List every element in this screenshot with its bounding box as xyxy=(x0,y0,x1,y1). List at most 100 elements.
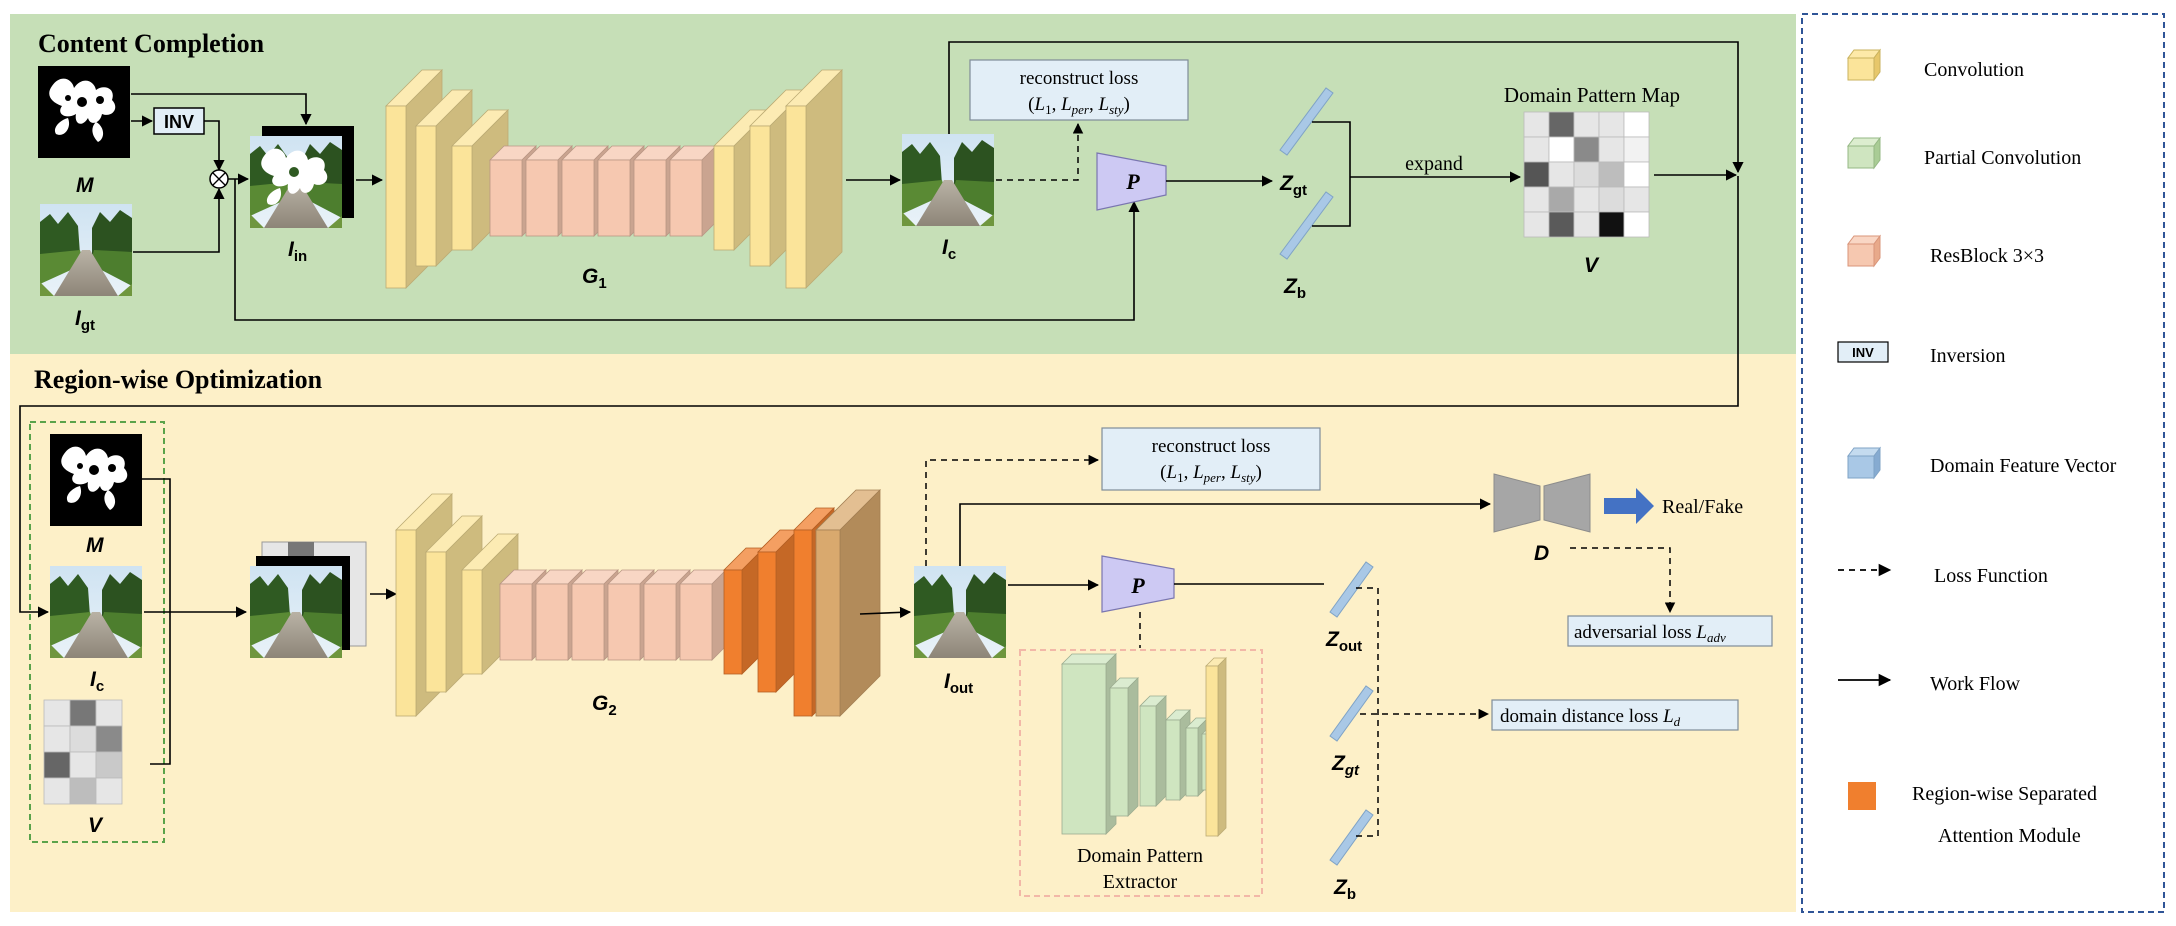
feature-vector-zgt-top xyxy=(1279,87,1334,156)
input-image xyxy=(250,136,342,228)
legend-square-attention xyxy=(1848,782,1876,810)
g2-output-layer xyxy=(815,489,881,717)
pattern-cell xyxy=(1598,211,1625,238)
inversion-label: INV xyxy=(164,112,194,132)
label-V-bottom: V xyxy=(88,814,104,837)
domain-distance-loss-label: domain distance loss Ld xyxy=(1500,706,1681,729)
g2-layer-11 xyxy=(757,529,799,693)
loss-arrow-d-to-adv xyxy=(1570,547,1676,614)
legend-label-domain-feature-vector: Domain Feature Vector xyxy=(1930,455,2117,477)
connector-inputs xyxy=(142,478,171,765)
legend-label-resblock: ResBlock 3×3 xyxy=(1930,245,2044,267)
reconstruct-loss-box-bottom xyxy=(1101,427,1321,491)
pattern-cell xyxy=(1598,111,1625,138)
adversarial-loss-box xyxy=(1567,615,1773,647)
label-M-bottom: M xyxy=(86,534,104,557)
pattern-cell xyxy=(1573,111,1600,138)
extractor-label-line1: Domain Pattern xyxy=(1077,845,1203,867)
pattern-cell xyxy=(1598,186,1625,213)
g1-layer-12 xyxy=(785,69,843,289)
legend-label-convolution: Convolution xyxy=(1924,59,2024,81)
reconstruct-loss-terms-top: (L1, Lper, Lsty) xyxy=(1028,94,1130,117)
legend-item-convolution: Convolution xyxy=(1847,48,2024,82)
pattern-cell xyxy=(1548,186,1575,213)
arrow-gt-to-projector xyxy=(234,179,1140,321)
legend-item-attention-module: Region-wise Separated Attention Module xyxy=(1848,782,2097,847)
generator-g2 xyxy=(395,489,881,717)
pattern-cell xyxy=(1523,111,1550,138)
arrow-ic-to-merge xyxy=(948,41,1744,174)
generator-g1 xyxy=(385,69,843,289)
section-title-region-optimization: Region-wise Optimization xyxy=(34,365,323,394)
pattern-cell xyxy=(1573,161,1600,188)
label-G2: G2 xyxy=(592,692,617,719)
arrow-iout-to-discriminator xyxy=(959,498,1492,566)
pattern-cell xyxy=(95,699,123,727)
legend-label-loss-function: Loss Function xyxy=(1934,565,2048,587)
legend-label-attention-line2: Attention Module xyxy=(1938,825,2081,847)
pattern-cell xyxy=(1598,136,1625,163)
label-M-top: M xyxy=(76,174,94,197)
arrow-g2-to-iout xyxy=(859,606,912,618)
extractor-output-layer xyxy=(1205,657,1227,837)
projector-p-top xyxy=(1096,152,1167,211)
domain-pattern-map-small xyxy=(43,699,123,805)
output-image xyxy=(914,566,1006,658)
label-I-in: Iin xyxy=(288,238,307,265)
reconstruct-loss-box-top xyxy=(969,59,1189,121)
real-fake-arrow xyxy=(1604,488,1654,524)
label-I-out: Iout xyxy=(944,670,973,697)
extractor-layer-3 xyxy=(1139,695,1167,807)
pattern-cell xyxy=(1623,161,1650,188)
legend-label-partial-convolution: Partial Convolution xyxy=(1924,147,2081,169)
label-Z-out: Zout xyxy=(1325,628,1362,655)
completed-image-bottom xyxy=(50,566,142,658)
pattern-cell xyxy=(1573,136,1600,163)
real-fake-label: Real/Fake xyxy=(1662,496,1743,518)
label-Z-b-top: Zb xyxy=(1283,275,1306,302)
legend-label-inversion: Inversion xyxy=(1930,345,2006,367)
legend-cube-convolution-side xyxy=(1873,48,1881,82)
reconstruct-loss-title-bottom: reconstruct loss xyxy=(1152,436,1271,457)
mask-image-bottom xyxy=(50,434,142,526)
pattern-cell xyxy=(1548,211,1575,238)
pattern-cell xyxy=(1548,161,1575,188)
pattern-cell xyxy=(43,777,71,805)
label-Z-gt-top: Zgt xyxy=(1279,172,1307,199)
arrow-mask-to-input xyxy=(131,93,312,126)
legend-cube-vector-front xyxy=(1847,455,1875,479)
stacked-input-image xyxy=(250,566,342,658)
legend-inv-icon xyxy=(1837,341,1889,363)
legend-item-resblock: ResBlock 3×3 xyxy=(1847,234,2044,268)
legend-item-loss-function: Loss Function xyxy=(1838,563,2048,587)
label-Z-b-bottom: Zb xyxy=(1333,876,1356,903)
domain-distance-loss-box xyxy=(1491,699,1739,731)
loss-arrow-iout-to-reconstruct xyxy=(925,454,1100,566)
loss-arrow-ic-to-reconstruct xyxy=(996,122,1084,181)
mask-image-top xyxy=(38,66,130,158)
expand-label: expand xyxy=(1405,153,1463,175)
label-G1: G1 xyxy=(582,265,607,292)
discriminator-right xyxy=(1543,473,1591,533)
g1-layer-9 xyxy=(669,145,717,237)
feature-vector-zb-top xyxy=(1279,191,1334,260)
pattern-cell xyxy=(95,777,123,805)
loss-connector-z xyxy=(1356,587,1379,837)
legend-item-inversion: INV Inversion xyxy=(1837,341,2006,367)
legend-cube-resblock-side xyxy=(1873,234,1881,268)
legend-item-domain-feature-vector: Domain Feature Vector xyxy=(1847,446,2117,480)
label-I-c: Ic xyxy=(942,236,956,263)
multiply-cross-2 xyxy=(212,172,226,186)
pattern-cell xyxy=(1623,211,1650,238)
legend-cube-partial-side xyxy=(1873,136,1881,170)
pattern-cell xyxy=(1548,111,1575,138)
legend-cube-vector-side xyxy=(1873,446,1881,480)
legend-label-work-flow: Work Flow xyxy=(1930,673,2021,695)
pattern-cell xyxy=(69,699,97,727)
feature-vector-zb-bottom xyxy=(1329,809,1374,866)
pattern-cell xyxy=(1623,186,1650,213)
g2-layer-9 xyxy=(679,569,727,661)
pattern-cell xyxy=(1573,211,1600,238)
legend-item-work-flow: Work Flow xyxy=(1838,673,2021,695)
pattern-cell xyxy=(1573,186,1600,213)
